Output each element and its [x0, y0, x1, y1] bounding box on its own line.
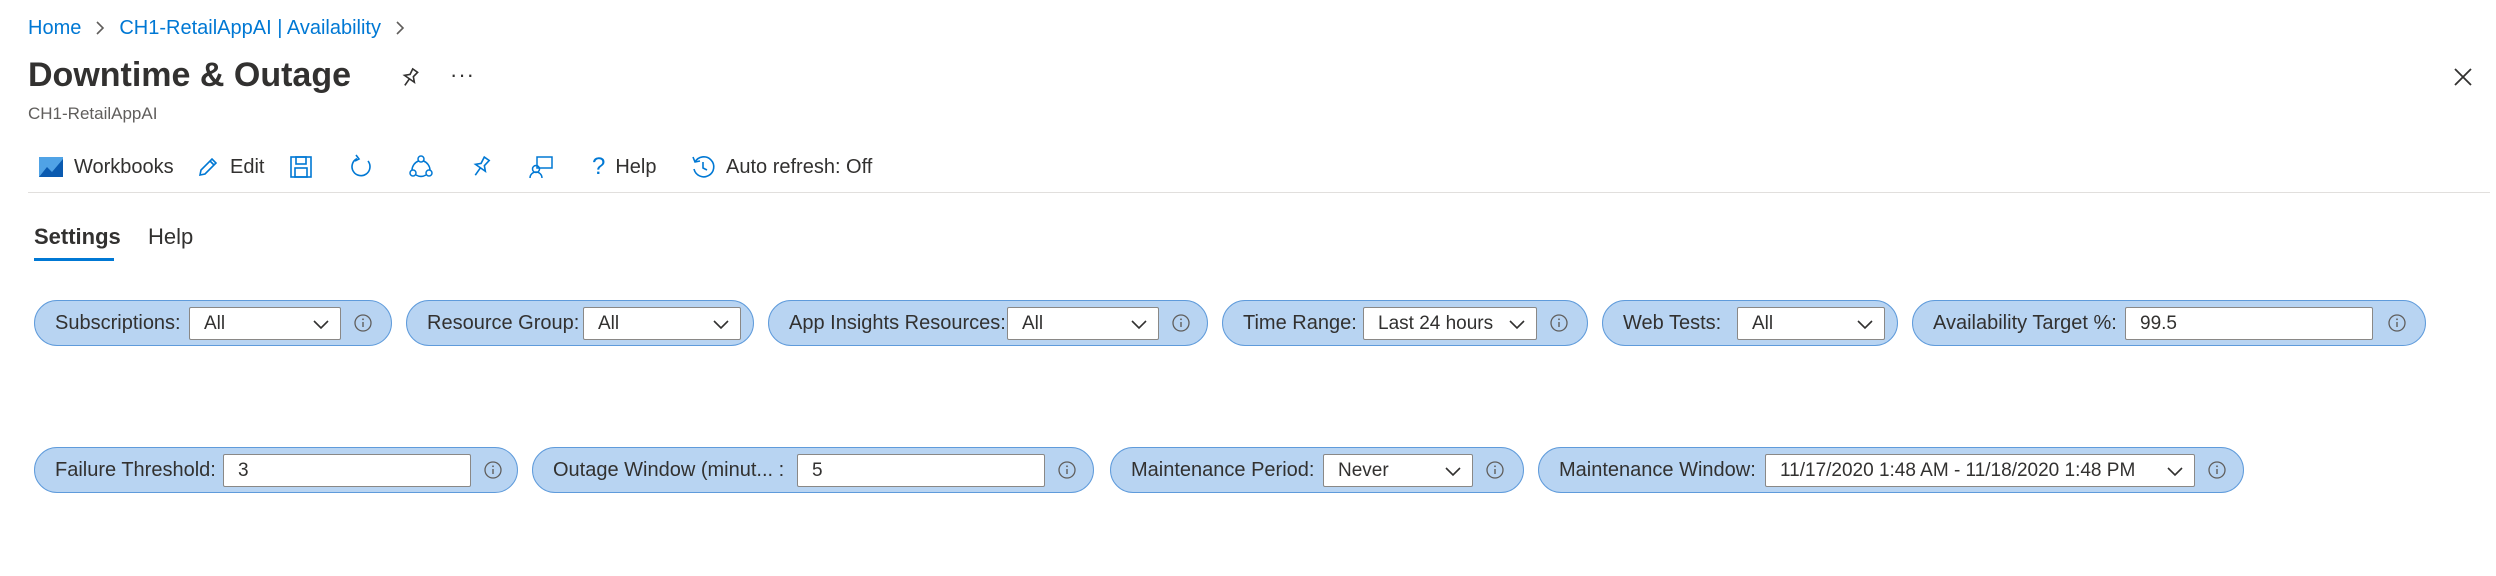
info-icon[interactable]	[353, 313, 373, 338]
pin-to-dashboard-button[interactable]	[468, 150, 494, 184]
chevron-right-icon	[95, 20, 105, 36]
failure-threshold-input[interactable]: 3	[223, 454, 471, 487]
subscriptions-parameter: Subscriptions: All	[34, 300, 392, 346]
maintenance-period-value: Never	[1338, 459, 1389, 481]
tab-settings[interactable]: Settings	[34, 224, 121, 249]
subscriptions-value: All	[204, 312, 226, 334]
edit-label: Edit	[230, 155, 265, 178]
chevron-down-icon	[712, 315, 730, 339]
availability-target-label: Availability Target %:	[1933, 311, 2117, 334]
web-tests-value: All	[1752, 312, 1774, 334]
pin-icon[interactable]	[398, 66, 422, 95]
app-insights-value: All	[1022, 312, 1044, 334]
failure-threshold-label: Failure Threshold:	[55, 458, 216, 481]
time-range-dropdown[interactable]: Last 24 hours	[1363, 307, 1537, 340]
chevron-down-icon	[1508, 315, 1526, 339]
active-tab-indicator	[34, 258, 114, 261]
workbooks-icon	[38, 155, 64, 179]
refresh-icon	[348, 154, 374, 180]
auto-refresh-label: Auto refresh: Off	[726, 155, 873, 178]
tab-help[interactable]: Help	[148, 224, 194, 249]
feedback-button[interactable]	[528, 150, 554, 184]
help-button[interactable]: ? Help	[592, 150, 657, 184]
save-button[interactable]	[288, 150, 314, 184]
availability-target-value: 99.5	[2140, 312, 2177, 334]
chevron-right-icon	[395, 20, 405, 36]
breadcrumb: Home CH1-RetailAppAI | Availability	[28, 14, 405, 42]
info-icon[interactable]	[2207, 460, 2227, 485]
edit-button[interactable]: Edit	[196, 150, 264, 184]
help-label: Help	[615, 155, 657, 178]
chevron-down-icon	[1444, 462, 1462, 486]
toolbar-divider	[28, 192, 2490, 193]
info-icon[interactable]	[1171, 313, 1191, 338]
chevron-down-icon	[1130, 315, 1148, 339]
failure-threshold-value: 3	[238, 459, 249, 481]
info-icon[interactable]	[1549, 313, 1569, 338]
close-icon[interactable]	[2452, 66, 2474, 93]
app-insights-dropdown[interactable]: All	[1007, 307, 1159, 340]
maintenance-window-dropdown[interactable]: 11/17/2020 1:48 AM - 11/18/2020 1:48 PM	[1765, 454, 2195, 487]
workbooks-label: Workbooks	[74, 155, 174, 178]
maintenance-period-dropdown[interactable]: Never	[1323, 454, 1473, 487]
web-tests-dropdown[interactable]: All	[1737, 307, 1885, 340]
maintenance-window-label: Maintenance Window:	[1559, 458, 1756, 481]
outage-window-input[interactable]: 5	[797, 454, 1045, 487]
question-mark-icon: ?	[592, 153, 606, 180]
maintenance-window-parameter: Maintenance Window: 11/17/2020 1:48 AM -…	[1538, 447, 2244, 493]
pin-icon	[468, 154, 494, 180]
info-icon[interactable]	[1057, 460, 1077, 485]
time-range-parameter: Time Range: Last 24 hours	[1222, 300, 1588, 346]
feedback-icon	[528, 154, 554, 180]
web-tests-label: Web Tests:	[1623, 311, 1722, 334]
resource-group-label: Resource Group:	[427, 311, 580, 334]
subscriptions-label: Subscriptions:	[55, 311, 181, 334]
pencil-icon	[196, 155, 220, 179]
chevron-down-icon	[1856, 315, 1874, 339]
maintenance-window-value: 11/17/2020 1:48 AM - 11/18/2020 1:48 PM	[1780, 459, 2136, 481]
share-icon	[408, 154, 434, 180]
resource-group-value: All	[598, 312, 620, 334]
availability-target-input[interactable]: 99.5	[2125, 307, 2373, 340]
outage-window-value: 5	[812, 459, 823, 481]
app-insights-parameter: App Insights Resources: All	[768, 300, 1208, 346]
time-range-value: Last 24 hours	[1378, 312, 1494, 334]
breadcrumb-availability[interactable]: CH1-RetailAppAI | Availability	[119, 16, 381, 39]
chevron-down-icon	[312, 315, 330, 339]
outage-window-parameter: Outage Window (minut... : 5	[532, 447, 1094, 493]
breadcrumb-home[interactable]: Home	[28, 16, 82, 39]
info-icon[interactable]	[1485, 460, 1505, 485]
outage-window-label: Outage Window (minut... :	[553, 458, 785, 481]
resource-group-parameter: Resource Group: All	[406, 300, 754, 346]
time-range-label: Time Range:	[1243, 311, 1357, 334]
maintenance-period-label: Maintenance Period:	[1131, 458, 1315, 481]
subscriptions-dropdown[interactable]: All	[189, 307, 341, 340]
page-subtitle: CH1-RetailAppAI	[28, 104, 158, 123]
info-icon[interactable]	[483, 460, 503, 485]
page-title: Downtime & Outage	[28, 56, 352, 94]
availability-target-parameter: Availability Target %: 99.5	[1912, 300, 2426, 346]
workbooks-button[interactable]: Workbooks	[38, 150, 174, 184]
resource-group-dropdown[interactable]: All	[583, 307, 741, 340]
save-icon	[288, 154, 314, 180]
info-icon[interactable]	[2387, 313, 2407, 338]
history-icon	[690, 154, 716, 180]
more-options-button[interactable]: ···	[450, 62, 475, 87]
maintenance-period-parameter: Maintenance Period: Never	[1110, 447, 1524, 493]
web-tests-parameter: Web Tests: All	[1602, 300, 1898, 346]
chevron-down-icon	[2166, 462, 2184, 486]
refresh-button[interactable]	[348, 150, 374, 184]
app-insights-label: App Insights Resources:	[789, 311, 1006, 334]
failure-threshold-parameter: Failure Threshold: 3	[34, 447, 518, 493]
auto-refresh-button[interactable]: Auto refresh: Off	[690, 150, 872, 184]
share-button[interactable]	[408, 150, 434, 184]
